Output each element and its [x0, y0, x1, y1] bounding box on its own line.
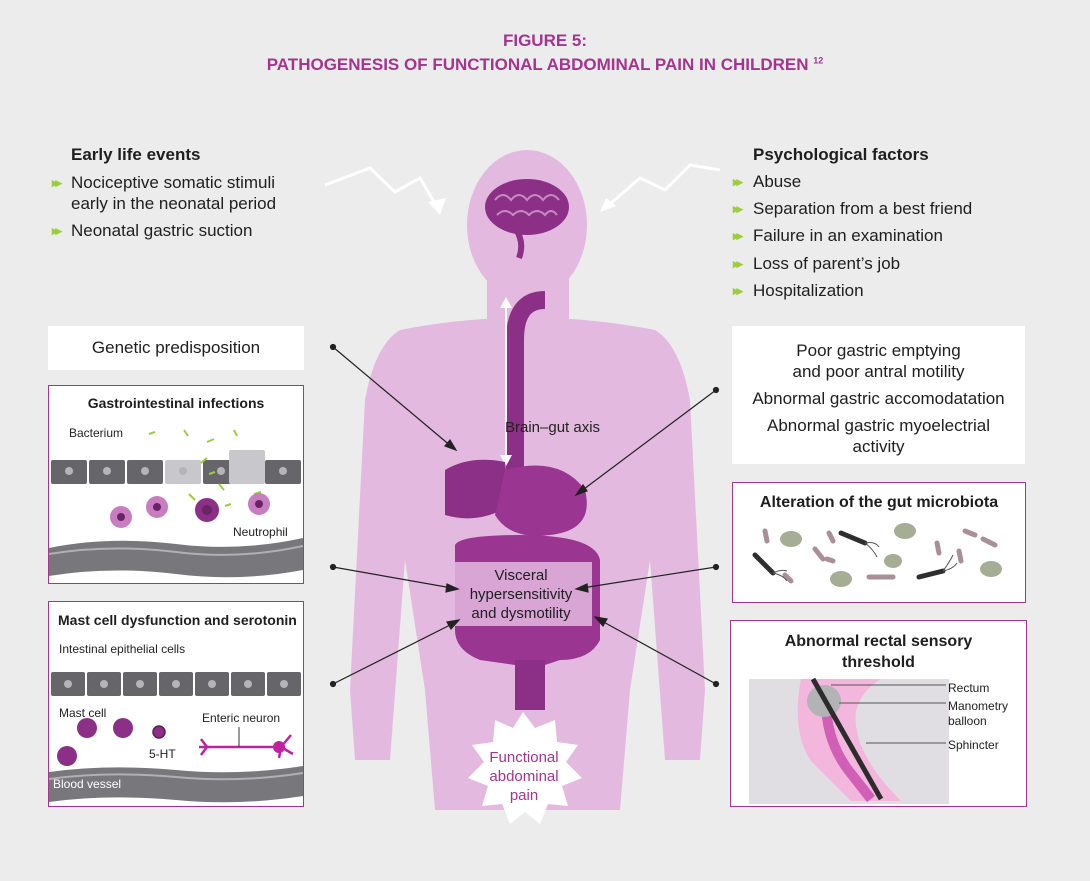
brain-gut-axis-label: Brain–gut axis — [505, 419, 601, 436]
visceral-label-bg — [450, 562, 592, 626]
gastric-box: Poor gastric emptying and poor antral mo… — [732, 326, 1025, 464]
pain-line-2: abdominal — [489, 768, 559, 785]
psych-item: Hospitalization — [753, 281, 864, 300]
gastric-line: activity — [852, 437, 905, 456]
psych-item: Failure in an examination — [753, 226, 943, 245]
enteric-neuron-label: Enteric neuron — [202, 711, 281, 725]
rectal-heading: Abnormal rectal sensory threshold — [731, 631, 1026, 673]
genetic-label: Genetic predisposition — [91, 338, 261, 357]
gi-infections-heading: Gastrointestinal infections — [87, 395, 265, 411]
early-life-item: Nociceptive somatic stimuli — [71, 173, 276, 192]
blood-vessel-label: Blood vessel — [53, 777, 122, 791]
serotonin-label: 5-HT — [149, 747, 176, 761]
pain-line-3: pain — [509, 787, 539, 804]
bullet-icon: ▸▸ — [52, 223, 62, 238]
epithelial-label: Intestinal epithelial cells — [59, 642, 186, 656]
microbiota-illustration — [752, 523, 1002, 587]
bacterium-label: Bacterium — [69, 426, 124, 440]
microbiota-box: Alteration of the gut microbiota — [732, 482, 1026, 603]
visceral-line-1: Visceral — [494, 567, 548, 584]
brain-gut-axis-arrow — [500, 297, 512, 466]
rectal-heading-line-1: Abnormal rectal sensory — [784, 633, 973, 650]
mast-cell-heading: Mast cell dysfunction and serotonin — [58, 612, 297, 628]
visceral-label: Visceral hypersensitivity and dysmotilit… — [452, 566, 590, 623]
sphincter-label: Sphincter — [948, 738, 999, 752]
microbiota-heading: Alteration of the gut microbiota — [759, 494, 999, 511]
pain-line-1: Functional — [489, 749, 559, 766]
psych-heading: Psychological factors — [753, 145, 929, 164]
rectum-label: Rectum — [948, 681, 990, 695]
bullet-icon: ▸▸ — [733, 174, 743, 189]
bullet-icon: ▸▸ — [733, 256, 743, 271]
bullet-icon: ▸▸ — [52, 175, 62, 190]
figure-title-text: PATHOGENESIS OF FUNCTIONAL ABDOMINAL PAI… — [266, 55, 809, 74]
rectal-box: Abnormal rectal sensory threshold Rectum… — [730, 620, 1027, 807]
brain-icon — [485, 179, 569, 260]
mast-cell-illustration — [49, 672, 303, 803]
bullet-icon: ▸▸ — [733, 228, 743, 243]
bullet-icon: ▸▸ — [733, 283, 743, 298]
enteric-neuron-icon — [199, 734, 294, 759]
esophagus — [506, 291, 546, 470]
early-life-item: Neonatal gastric suction — [71, 221, 253, 240]
early-life-item: early in the neonatal period — [71, 194, 277, 213]
pointer-arrows — [329, 343, 720, 688]
rectal-heading-line-2: threshold — [842, 654, 915, 671]
gastric-line: Abnormal gastric accomodatation — [752, 389, 1005, 408]
gi-infections-box: Gastrointestinal infections Bacterium Ne… — [48, 385, 304, 584]
rectum-shape — [515, 660, 545, 710]
stomach — [495, 465, 587, 536]
gastric-line: Poor gastric emptying — [796, 341, 961, 360]
figure-number: FIGURE 5: — [502, 31, 588, 50]
neutrophil-label: Neutrophil — [233, 525, 288, 539]
balloon-label: balloon — [948, 714, 987, 728]
genetic-box: Genetic predisposition — [48, 326, 304, 370]
liver — [445, 459, 510, 519]
mast-cell-label: Mast cell — [59, 706, 107, 720]
pain-starburst — [468, 712, 582, 824]
mast-cell-box: Mast cell dysfunction and serotonin Inte… — [48, 601, 304, 807]
psych-item: Loss of parent’s job — [753, 254, 901, 273]
rectal-illustration — [749, 677, 949, 804]
gastric-line: Abnormal gastric myoelectrial — [767, 416, 990, 435]
visceral-line-3: and dysmotility — [471, 605, 571, 622]
gastric-line: and poor antral motility — [792, 362, 965, 381]
gi-infection-illustration — [49, 429, 303, 578]
psych-item: Abuse — [753, 172, 802, 191]
visceral-line-2: hypersensitivity — [469, 586, 573, 603]
figure-title: PATHOGENESIS OF FUNCTIONAL ABDOMINAL PAI… — [0, 55, 1090, 75]
figure-reference: 12 — [813, 55, 824, 66]
lightning-left-icon — [324, 166, 442, 213]
early-life-heading: Early life events — [71, 145, 201, 164]
functional-pain-label: Functional abdominal pain — [470, 748, 578, 805]
manometry-label: Manometry — [948, 699, 1009, 713]
lightning-right-icon — [602, 163, 721, 212]
psych-item: Separation from a best friend — [753, 199, 973, 218]
bullet-icon: ▸▸ — [733, 201, 743, 216]
